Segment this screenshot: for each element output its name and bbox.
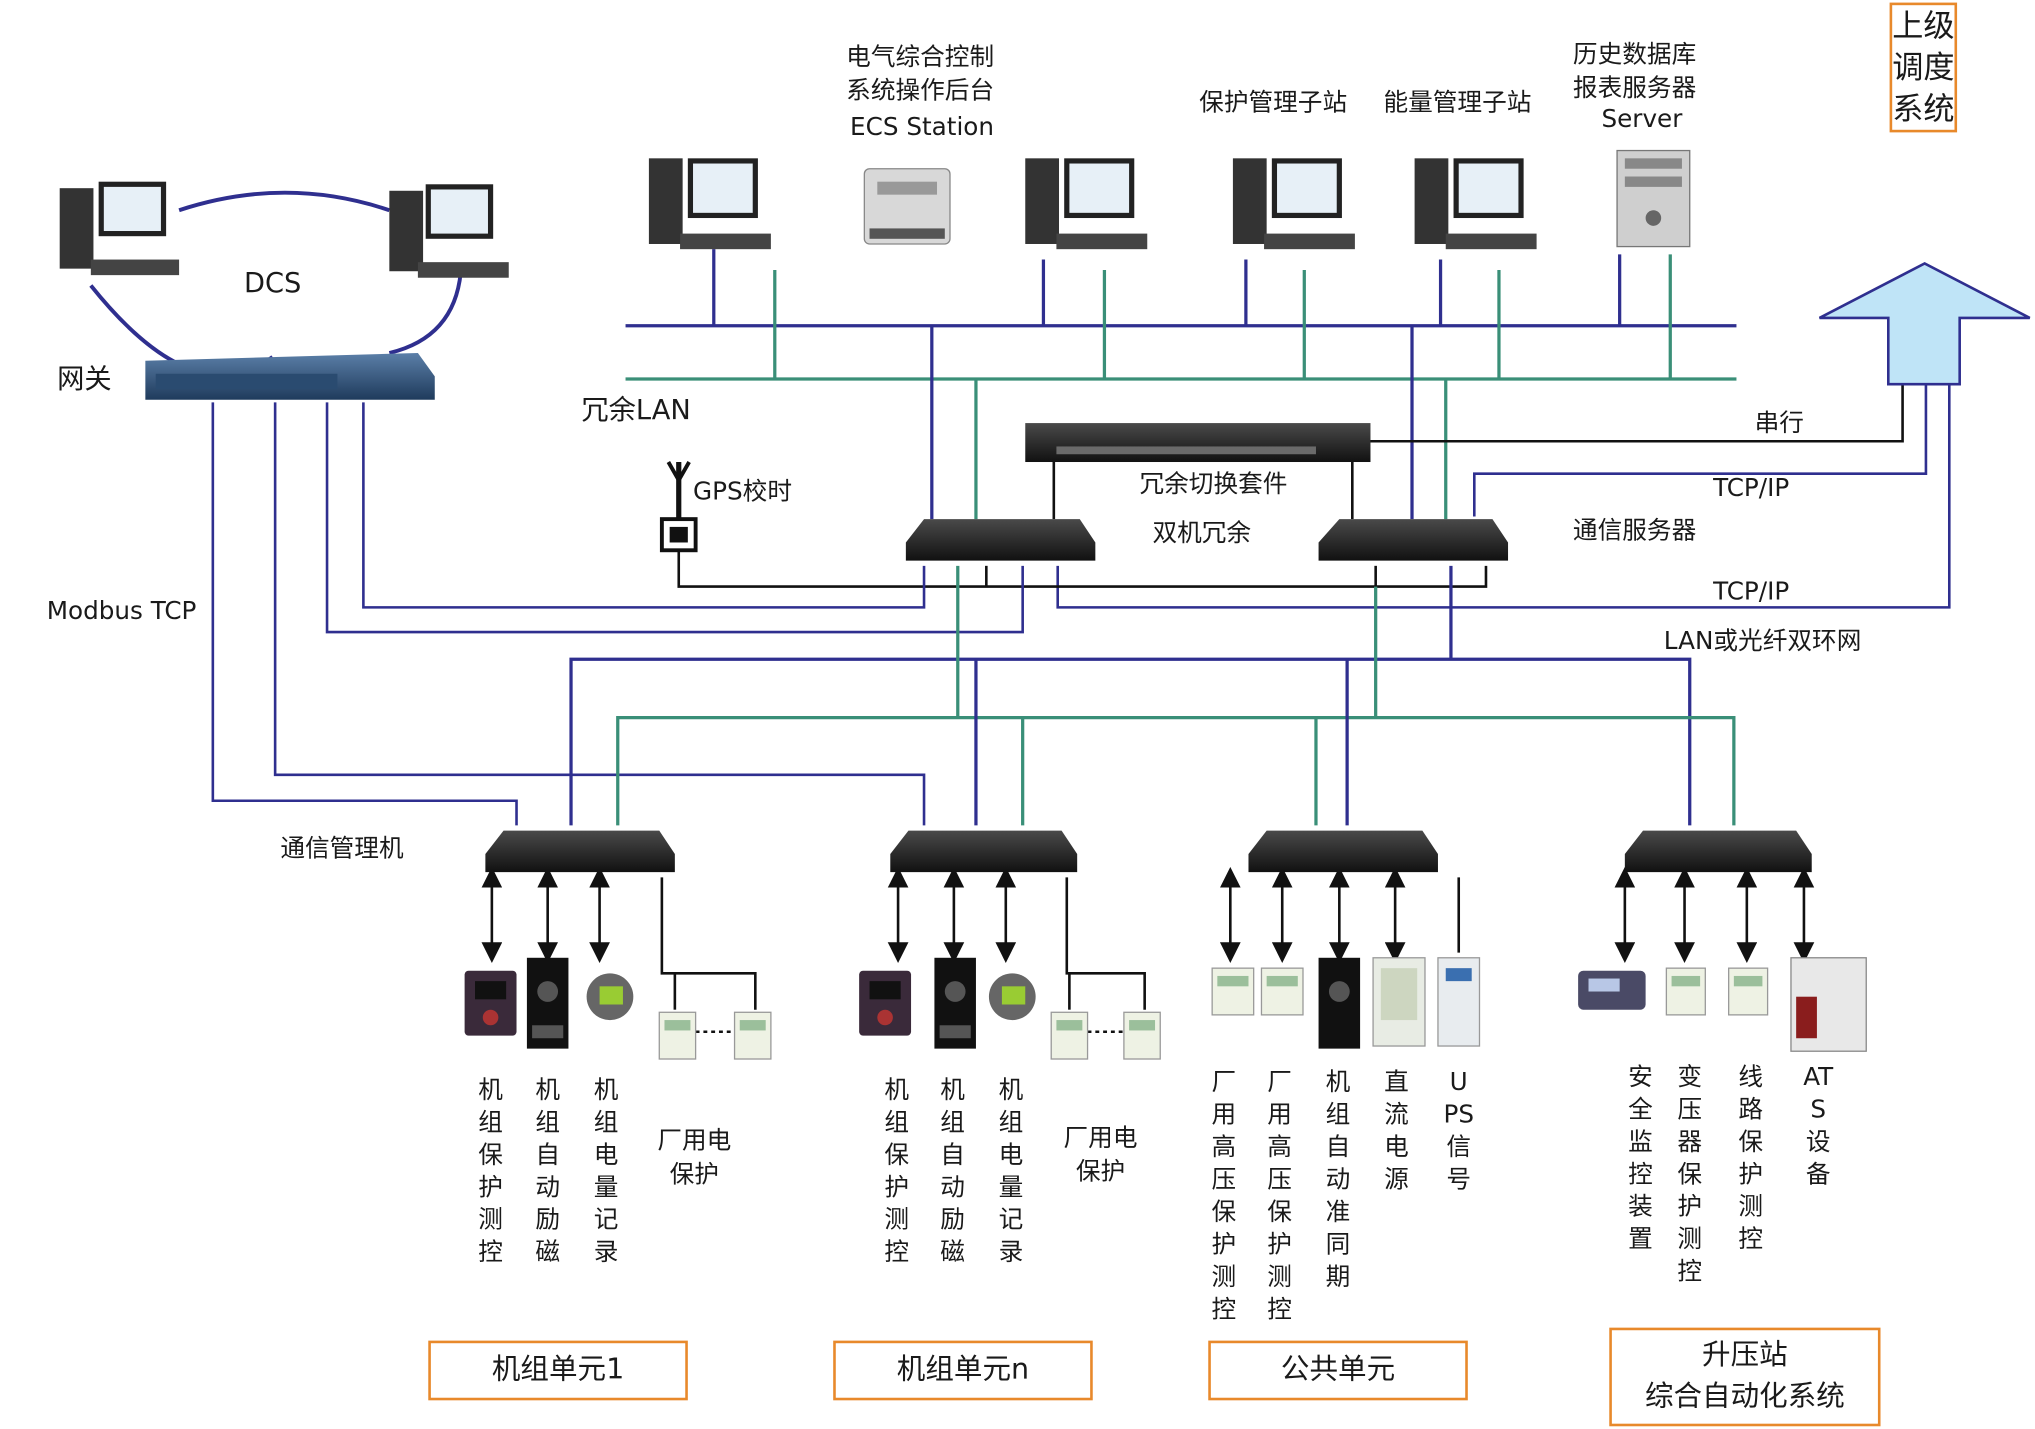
- booster-title-line2: 综合自动化系统: [1644, 1380, 1845, 1414]
- public-title: 公共单元: [1208, 1340, 1468, 1401]
- redundant-switch-label: 冗余切换套件: [1139, 469, 1288, 499]
- gateway-label: 网关: [57, 363, 112, 395]
- history-line3: Server: [1601, 105, 1683, 134]
- unitn-relay: [859, 970, 912, 1036]
- public-hv-1: [1211, 967, 1255, 1016]
- unit1-device-3-label: 机组电量记录: [593, 1075, 619, 1267]
- tcpip-label-1: TCP/IP: [1713, 473, 1790, 503]
- printer: [863, 168, 951, 245]
- unit1-plant-label: 厂用电保护: [657, 1126, 732, 1189]
- comm-manager-unitn: [890, 830, 1078, 873]
- public-device-1-label: 厂用高压保护测控: [1211, 1068, 1237, 1324]
- protection-substation-label: 保护管理子站: [1199, 88, 1348, 117]
- booster-device-3-label: 线路保护测控: [1738, 1062, 1764, 1254]
- lan-fiber-label: LAN或光纤双环网: [1663, 626, 1862, 656]
- redundant-switch-kit: [1025, 423, 1371, 463]
- dcs-link-top: [178, 190, 390, 213]
- unit1-excitation: [526, 957, 569, 1049]
- history-server: [1616, 149, 1691, 248]
- unitn-plant-b: [1123, 1011, 1161, 1060]
- booster-transformer: [1665, 967, 1706, 1016]
- comm-manager-label: 通信管理机: [280, 834, 404, 864]
- booster-line: [1728, 967, 1769, 1016]
- ecs-computer-2: [1025, 158, 1148, 250]
- booster-ats: [1790, 957, 1867, 1052]
- booster-title: 升压站 综合自动化系统: [1609, 1327, 1881, 1427]
- ecs-computer-1: [648, 158, 771, 250]
- serial-label: 串行: [1754, 408, 1804, 438]
- public-sync: [1318, 957, 1361, 1049]
- unit1-plant-a: [658, 1011, 697, 1060]
- public-device-2-label: 厂用高压保护测控: [1267, 1068, 1292, 1324]
- unit1-device-2-label: 机组自动励磁: [535, 1075, 561, 1267]
- comm-manager-unit1: [485, 830, 675, 873]
- booster-device-4-label: ATS设备: [1803, 1062, 1834, 1189]
- unit1-relay: [464, 970, 517, 1036]
- unitn-meter: [988, 973, 1036, 1021]
- public-ups-cabinet: [1437, 957, 1481, 1047]
- public-device-3-label: 机组自动准同期: [1325, 1068, 1351, 1292]
- comm-manager-booster: [1624, 830, 1812, 873]
- redundant-lan-label: 冗余LAN: [581, 394, 691, 426]
- dcs-computer-left: [59, 181, 180, 276]
- dcs-computer-right: [389, 184, 509, 278]
- protection-computer: [1232, 158, 1355, 250]
- dcs-label: DCS: [243, 267, 302, 299]
- comm-server-1: [905, 519, 1096, 561]
- unitn-device-3-label: 机组电量记录: [998, 1075, 1024, 1267]
- unit1-plant-b: [733, 1011, 772, 1060]
- booster-title-line1: 升压站: [1702, 1339, 1788, 1372]
- ecs-line2: 系统操作后台: [846, 76, 995, 106]
- booster-safety: [1578, 970, 1646, 1010]
- unitn-plant-a: [1050, 1011, 1089, 1060]
- unitn-excitation: [934, 957, 976, 1049]
- public-device-4-label: 直流电源: [1384, 1068, 1409, 1194]
- gps-antenna: [659, 461, 698, 553]
- public-device-5-label: UPS信号: [1443, 1068, 1474, 1194]
- unit1-title: 机组单元1: [428, 1340, 688, 1401]
- unitn-plant-label: 厂用电保护: [1063, 1123, 1138, 1187]
- gps-label: GPS校时: [693, 477, 792, 507]
- history-line1: 历史数据库: [1572, 40, 1697, 69]
- upward-arrow: [1818, 261, 2031, 386]
- ecs-line3: ECS Station: [850, 112, 995, 142]
- booster-device-1-label: 安全监控装置: [1628, 1062, 1653, 1254]
- modbus-tcp-label: Modbus TCP: [46, 596, 197, 626]
- unitn-device-1-label: 机组保护测控: [884, 1075, 910, 1267]
- upper-dispatch-label: 上级调度系统: [1889, 2, 1958, 133]
- unit1-meter: [586, 973, 634, 1021]
- tcpip-label-2: TCP/IP: [1713, 577, 1790, 607]
- energy-substation-label: 能量管理子站: [1383, 88, 1532, 117]
- unitn-title: 机组单元n: [833, 1340, 1093, 1401]
- comm-manager-public: [1248, 830, 1438, 873]
- history-line2: 报表服务器: [1572, 73, 1697, 103]
- gateway-switch: [145, 353, 435, 400]
- dual-redundant-label: 双机冗余: [1152, 519, 1252, 548]
- comm-server-label: 通信服务器: [1572, 516, 1697, 546]
- public-dc-cabinet: [1372, 957, 1426, 1047]
- public-hv-2: [1260, 967, 1304, 1016]
- unitn-device-2-label: 机组自动励磁: [940, 1075, 965, 1267]
- comm-server-2: [1318, 519, 1509, 561]
- booster-device-2-label: 变压器保护测控: [1677, 1062, 1703, 1287]
- energy-computer: [1414, 158, 1537, 250]
- ecs-line1: 电气综合控制: [846, 42, 995, 72]
- unit1-device-1-label: 机组保护测控: [478, 1075, 503, 1267]
